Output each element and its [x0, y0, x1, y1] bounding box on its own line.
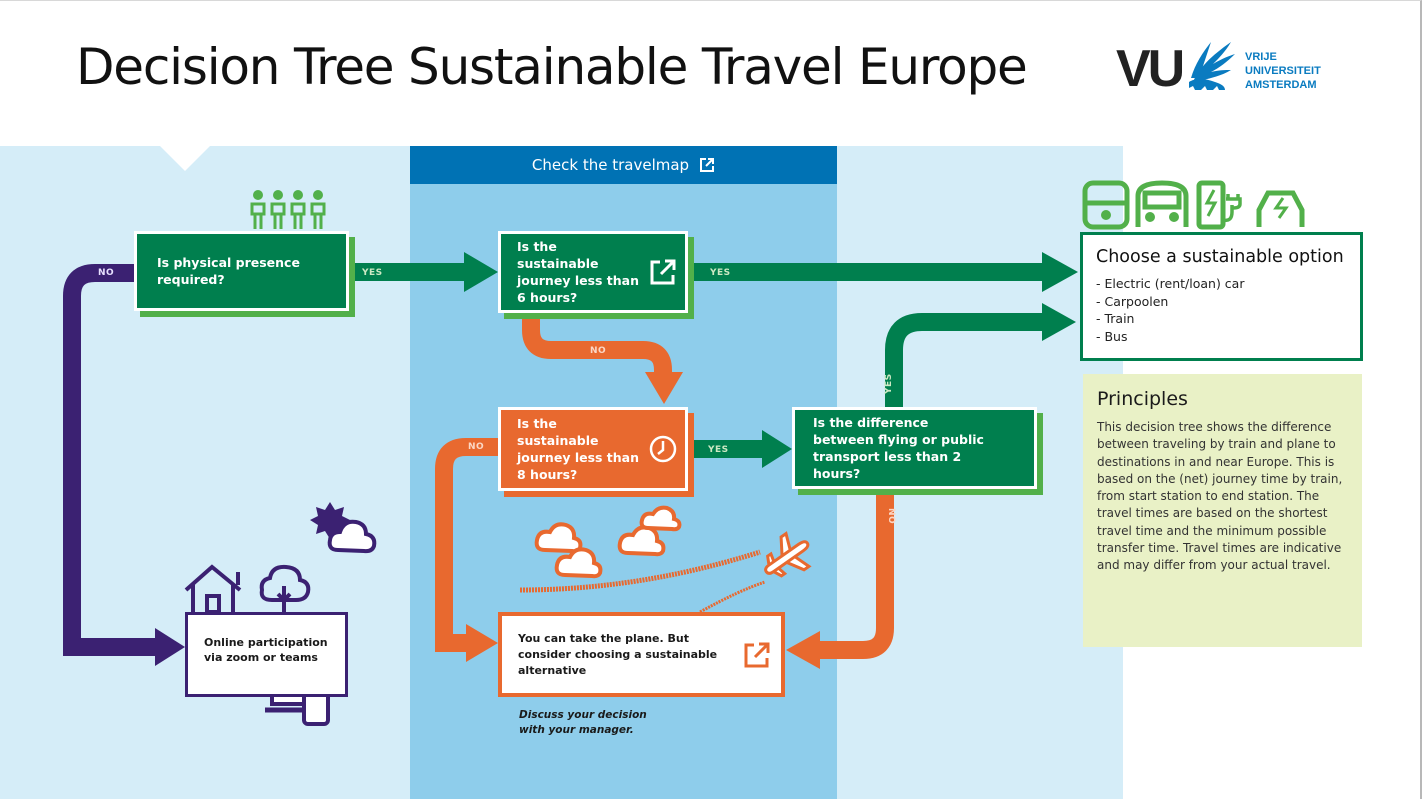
node-text: Is physical presence required? [157, 255, 300, 287]
choose-options: - Electric (rent/loan) car - Carpoolen -… [1096, 275, 1360, 345]
logo-line: VRIJE [1245, 51, 1277, 63]
node-text: Online participation via zoom or teams [204, 636, 328, 664]
principles-title: Principles [1097, 388, 1188, 410]
edge-six-yes [688, 252, 1078, 292]
electric-car-icon [1256, 190, 1305, 227]
node-text: Is the sustainable journey less than 6 h… [517, 239, 640, 305]
node-text: Is the sustainable journey less than 8 h… [517, 416, 640, 482]
logo-mark: VU [1116, 40, 1185, 98]
logo-text: VRIJE UNIVERSITEIT AMSTERDAM [1245, 50, 1321, 92]
people-icon [250, 190, 326, 229]
node-online-participation: Online participation via zoom or teams [185, 612, 348, 697]
edge-label-diff-yes: YES [884, 373, 894, 394]
principles-panel: Principles This decision tree shows the … [1083, 374, 1362, 647]
node-difference-2-hours: Is the difference between flying or publ… [792, 407, 1037, 489]
edge-eight-no [435, 438, 498, 662]
node-take-plane[interactable]: You can take the plane. But consider cho… [498, 612, 785, 697]
check-travelmap-link[interactable]: Check the travelmap [410, 146, 837, 184]
option-item: - Bus [1096, 328, 1128, 344]
edge-label-physical-yes: YES [362, 268, 383, 278]
option-item: - Electric (rent/loan) car [1096, 276, 1245, 291]
charging-station-icon [1196, 180, 1242, 230]
external-link-icon[interactable] [648, 257, 678, 287]
option-item: - Carpoolen [1096, 293, 1169, 309]
edge-diff-yes [885, 303, 1076, 407]
edge-six-no [522, 313, 683, 404]
cloud-icon [534, 505, 682, 579]
discuss-note: Discuss your decision with your manager. [519, 709, 647, 736]
edge-eight-yes [688, 430, 792, 468]
choose-title: Choose a sustainable option [1096, 247, 1344, 267]
logo-line: UNIVERSITEIT [1245, 65, 1321, 77]
node-less-than-8-hours: Is the sustainable journey less than 8 h… [498, 407, 688, 491]
external-link-icon[interactable] [742, 640, 772, 670]
plane-icon [764, 531, 812, 578]
clock-icon [649, 435, 677, 463]
edge-physical-no [63, 264, 185, 666]
page-title: Decision Tree Sustainable Travel Europe [76, 38, 1028, 96]
panel-notch [160, 146, 210, 171]
edge-label-physical-no: NO [98, 268, 115, 278]
external-link-icon [700, 158, 715, 172]
bus-icon [1135, 180, 1189, 227]
edge-physical-yes [349, 252, 498, 292]
edge-label-eight-yes: YES [708, 445, 729, 455]
griffin-icon [1189, 42, 1235, 90]
node-text: You can take the plane. But consider cho… [518, 631, 718, 677]
train-icon [1082, 180, 1130, 230]
sun-cloud-icon [310, 502, 377, 554]
tree-icon [259, 564, 311, 612]
edge-label-eight-no: NO [468, 442, 485, 452]
option-item: - Train [1096, 311, 1135, 326]
edge-label-six-no: NO [590, 346, 607, 356]
edge-label-six-yes: YES [710, 268, 731, 278]
edge-label-diff-no: NO [886, 508, 896, 525]
travelmap-label: Check the travelmap [531, 156, 690, 174]
node-physical-presence: Is physical presence required? [134, 231, 349, 311]
node-text: Is the difference between flying or publ… [813, 415, 984, 481]
node-choose-sustainable: Choose a sustainable option - Electric (… [1080, 232, 1363, 361]
logo-line: AMSTERDAM [1245, 79, 1317, 91]
house-icon [184, 564, 242, 614]
contrail [519, 549, 766, 614]
edge-diff-no [786, 489, 894, 669]
principles-body: This decision tree shows the difference … [1097, 420, 1343, 573]
node-less-than-6-hours[interactable]: Is the sustainable journey less than 6 h… [498, 231, 688, 313]
